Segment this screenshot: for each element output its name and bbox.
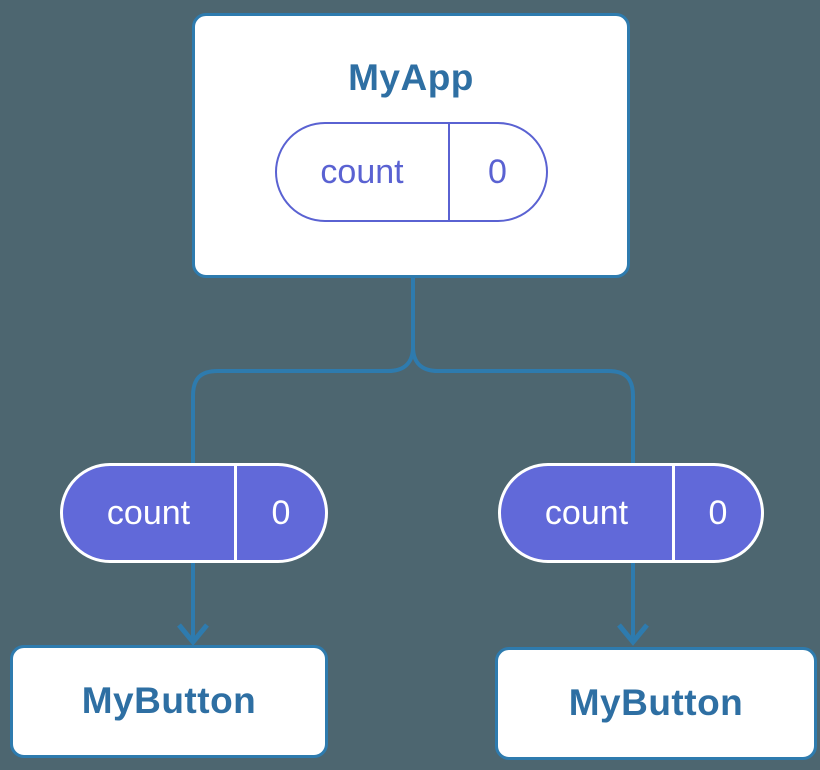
state-value-label: 0 [708, 494, 728, 532]
node-myapp: MyApp count 0 [192, 13, 630, 278]
edge-root-to-right-pill [411, 346, 635, 463]
state-value-label: 0 [488, 153, 507, 192]
left-child-state-pill: count 0 [60, 463, 328, 563]
state-key-label: count [63, 466, 237, 560]
node-mybutton-right: MyButton [495, 647, 817, 760]
edge-root-to-left-pill [191, 346, 415, 463]
node-mybutton-title: MyButton [568, 682, 744, 724]
node-mybutton-title: MyButton [81, 680, 257, 722]
right-child-state-pill: count 0 [498, 463, 764, 563]
node-myapp-title: MyApp [348, 57, 474, 98]
arrowhead-right-icon [617, 623, 649, 646]
arrowhead-left-icon [177, 623, 209, 646]
node-mybutton-left: MyButton [10, 645, 328, 758]
state-key-label: count [501, 466, 675, 560]
state-key-label: count [277, 124, 450, 221]
myapp-state-pill: count 0 [274, 122, 548, 223]
state-value-label: 0 [271, 494, 291, 532]
